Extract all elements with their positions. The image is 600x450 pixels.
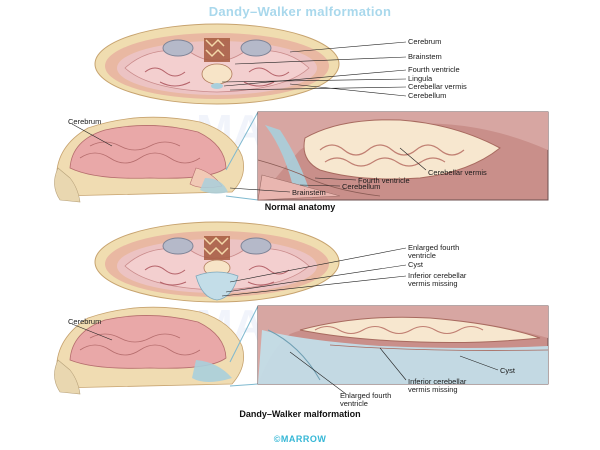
label-dw-cyst: Cyst: [500, 366, 515, 375]
dw-axial-leaders: [221, 247, 407, 297]
dw-sagittal-leaders: [71, 323, 499, 395]
label-enlarged-fourth-ventricle-2: ventricle: [408, 251, 436, 260]
label-dw-enlarged-fourth-1: Enlarged fourth: [340, 391, 392, 400]
label-dw-cerebrum: Cerebrum: [68, 317, 102, 326]
label-sagittal-cerebellum: Cerebellum: [342, 182, 381, 191]
label-enlarged-fourth-ventricle-1: Enlarged fourth: [408, 243, 460, 252]
label-inferior-vermis-1: Inferior cerebellar: [408, 271, 467, 280]
label-inferior-vermis-2: vermis missing: [408, 279, 458, 288]
caption-dandy-walker: Dandy–Walker malformation: [239, 409, 361, 419]
label-dw-enlarged-fourth-2: ventricle: [340, 399, 368, 408]
normal-sagittal-head: [54, 116, 245, 203]
label-sagittal-cerebrum: Cerebrum: [68, 117, 102, 126]
label-cerebellar-vermis: Cerebellar vermis: [408, 82, 467, 91]
normal-sagittal-leaders: [71, 123, 427, 193]
label-sagittal-cerebellar-vermis: Cerebellar vermis: [428, 168, 487, 177]
normal-axial-leaders: [221, 41, 407, 97]
label-lingula: Lingula: [408, 74, 433, 83]
label-dw-inferior-vermis-1: Inferior cerebellar: [408, 377, 467, 386]
label-sagittal-brainstem: Brainstem: [292, 188, 326, 197]
normal-zoom-inset: [225, 111, 549, 201]
label-brainstem: Brainstem: [408, 52, 442, 61]
normal-axial-section: [94, 23, 340, 105]
caption-normal: Normal anatomy: [264, 202, 336, 212]
label-cyst: Cyst: [408, 260, 423, 269]
label-sagittal-fourth-ventricle: Fourth ventricle: [358, 176, 410, 185]
dw-zoom-inset: [229, 305, 549, 387]
diagram-title: Dandy–Walker malformation: [208, 4, 392, 19]
label-cerebrum: Cerebrum: [408, 37, 442, 46]
label-dw-inferior-vermis-2: vermis missing: [408, 385, 458, 394]
label-cerebellum: Cerebellum: [408, 91, 447, 100]
dw-sagittal-head: [54, 306, 245, 395]
label-fourth-ventricle: Fourth ventricle: [408, 65, 460, 74]
footer-copyright: ©MARROW: [273, 434, 327, 444]
dw-axial-section: [94, 221, 340, 303]
